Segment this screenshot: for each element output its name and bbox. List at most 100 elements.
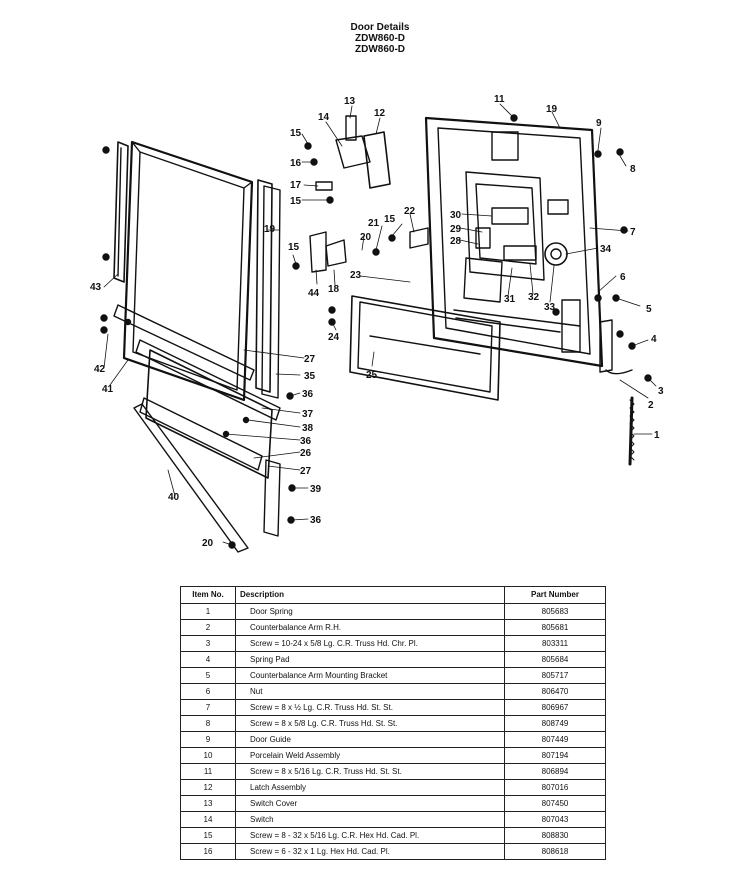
callout-12: 12 <box>374 108 386 119</box>
cell-item: 3 <box>180 635 236 652</box>
callout-29: 29 <box>450 224 462 235</box>
cell-description: Switch <box>235 811 505 828</box>
cell-part-number: 805683 <box>504 603 606 620</box>
latch-front-bar <box>349 295 501 401</box>
cell-part-number: 807043 <box>504 811 606 828</box>
callout-25: 25 <box>366 370 378 381</box>
door-spring <box>629 399 635 461</box>
cell-part-number: 803311 <box>504 635 606 652</box>
callout-35: 35 <box>304 371 316 382</box>
switch-and-latch <box>309 115 429 273</box>
callout-36c: 36 <box>310 515 322 526</box>
callout-1: 1 <box>654 430 660 441</box>
callout-44: 44 <box>308 288 320 299</box>
cell-part-number: 805684 <box>504 651 606 668</box>
cell-description: Screw = 8 x 5/16 Lg. C.R. Truss Hd. St. … <box>235 763 505 780</box>
cell-item: 4 <box>180 651 236 668</box>
cell-description: Switch Cover <box>235 795 505 812</box>
callout-42: 42 <box>94 364 106 375</box>
cell-description: Screw = 8 x ½ Lg. C.R. Truss Hd. St. St. <box>235 699 505 716</box>
cell-item: 2 <box>180 619 236 636</box>
callout-16: 16 <box>290 158 302 169</box>
callout-15: 15 <box>290 128 302 139</box>
callout-24: 24 <box>328 332 340 343</box>
cell-item: 7 <box>180 699 236 716</box>
diagram-title: Door Details <box>350 22 410 33</box>
callout-19-door: 19 <box>264 224 276 235</box>
cell-description: Spring Pad <box>235 651 505 668</box>
cell-part-number: 808618 <box>504 843 606 860</box>
cell-item: 11 <box>180 763 236 780</box>
callout-36: 36 <box>302 389 314 400</box>
callout-27b: 27 <box>300 466 312 477</box>
callout-15d: 15 <box>288 242 300 253</box>
cell-description: Screw = 10-24 x 5/8 Lg. C.R. Truss Hd. C… <box>235 635 505 652</box>
cell-description: Screw = 8 x 5/8 Lg. C.R. Truss Hd. St. S… <box>235 715 505 732</box>
callout-19: 19 <box>546 104 558 115</box>
cell-part-number: 805681 <box>504 619 606 636</box>
callout-4: 4 <box>651 334 657 345</box>
cell-item: 9 <box>180 731 236 748</box>
header-item-no: Item No. <box>180 586 236 604</box>
callout-20b: 20 <box>360 232 372 243</box>
callout-18: 18 <box>328 284 340 295</box>
exploded-parts-diagram: 1 2 3 4 5 6 7 8 9 11 12 13 14 15 16 17 1… <box>90 94 664 553</box>
callout-2: 2 <box>648 400 654 411</box>
callout-36b: 36 <box>300 436 312 447</box>
cell-item: 6 <box>180 683 236 700</box>
model-number-2: ZDW860-D <box>354 44 405 55</box>
callout-labels: 1 2 3 4 5 6 7 8 9 11 12 13 14 15 16 17 1… <box>90 94 664 549</box>
left-side-trim <box>113 141 129 283</box>
callout-32: 32 <box>528 292 540 303</box>
header-description: Description <box>235 586 505 604</box>
callout-5: 5 <box>646 304 652 315</box>
callout-41: 41 <box>102 384 114 395</box>
callout-43: 43 <box>90 282 102 293</box>
callout-13: 13 <box>344 96 356 107</box>
cell-item: 5 <box>180 667 236 684</box>
cell-item: 16 <box>180 843 236 860</box>
callout-14: 14 <box>318 112 330 123</box>
center-screws <box>292 142 396 326</box>
callout-34: 34 <box>600 244 612 255</box>
cell-part-number: 808749 <box>504 715 606 732</box>
callout-37: 37 <box>302 409 314 420</box>
callout-15c: 15 <box>384 214 396 225</box>
callout-38: 38 <box>302 423 314 434</box>
cell-part-number: 805717 <box>504 667 606 684</box>
callout-3: 3 <box>658 386 664 397</box>
diagram-title-block: Door Details ZDW860-D ZDW860-D <box>300 22 460 55</box>
cell-description: Door Spring <box>235 603 505 620</box>
callout-30: 30 <box>450 210 462 221</box>
callout-17: 17 <box>290 180 302 191</box>
callout-21: 21 <box>368 218 380 229</box>
callout-7: 7 <box>630 227 636 238</box>
callout-31: 31 <box>504 294 516 305</box>
cell-description: Door Guide <box>235 731 505 748</box>
cell-part-number: 807016 <box>504 779 606 796</box>
callout-11: 11 <box>494 94 505 105</box>
cell-part-number: 806894 <box>504 763 606 780</box>
callout-26: 26 <box>300 448 312 459</box>
cell-description: Porcelain Weld Assembly <box>235 747 505 764</box>
callout-23: 23 <box>350 270 362 281</box>
cell-part-number: 806470 <box>504 683 606 700</box>
callout-15b: 15 <box>290 196 302 207</box>
table-header-row: Item No. Description Part Number <box>180 586 606 604</box>
cell-description: Nut <box>235 683 505 700</box>
cell-description: Counterbalance Arm Mounting Bracket <box>235 667 505 684</box>
cell-item: 14 <box>180 811 236 828</box>
right-screws <box>510 114 652 382</box>
cell-part-number: 807194 <box>504 747 606 764</box>
